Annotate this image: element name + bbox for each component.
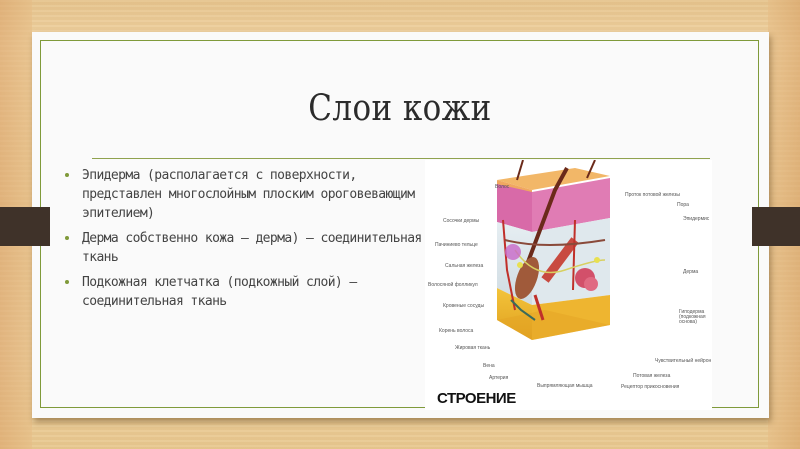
bullet-item: Эпидерма (располагается с поверхности, п… [62, 166, 422, 223]
label-artery: Артерия [489, 375, 509, 381]
label-adipose-tissue: Жировая ткань [455, 345, 491, 351]
label-pore: Пора [677, 202, 689, 208]
label-hypodermis: Гиподерма (подкожная основа) [679, 309, 706, 325]
bullet-text: Подкожная клетчатка (подкожный слой) – с… [82, 275, 357, 309]
label-blood-vessels: Кровеные сосуды [443, 303, 485, 309]
label-sebaceous-gland: Сальная железа [445, 263, 484, 269]
figure-caption: СТРОЕНИЕ [437, 390, 516, 407]
bullet-item: Дерма собственно кожа – дерма) – соедини… [62, 229, 422, 267]
label-pacinian-corpuscle: Пачиниево тельце [435, 242, 478, 248]
bullet-item: Подкожная клетчатка (подкожный слой) – с… [62, 273, 422, 311]
bullet-icon [65, 280, 69, 284]
label-sweat-duct: Проток потовой железы [625, 192, 681, 198]
bullet-text: Эпидерма (располагается с поверхности, п… [82, 168, 415, 221]
label-dermis: Дерма [683, 269, 699, 275]
label-touch-receptor: Рецептор прикосновения [621, 384, 680, 390]
skin-structure-diagram: Волос Сосочки дермы Пачиниево тельце Сал… [425, 160, 712, 410]
title-divider [92, 158, 710, 159]
label-hair: Волос [495, 184, 510, 190]
label-hair-root: Корень волоса [439, 328, 474, 334]
bullet-list: Эпидерма (располагается с поверхности, п… [62, 166, 422, 317]
slide-title: Слои кожи [308, 88, 492, 129]
label-hair-follicle: Волосяной фолликул [428, 282, 478, 288]
label-epidermis: Эпидермис [683, 216, 710, 222]
label-sensory-neuron: Чувствительный нейрон [655, 358, 712, 364]
label-arrector-muscle: Выпрямляющая мышца [537, 383, 593, 389]
skin-cross-section-illustration [497, 160, 610, 340]
decorative-bar-right [752, 207, 800, 246]
decorative-bar-left [0, 207, 50, 246]
label-vein: Вена [483, 363, 495, 369]
bullet-icon [65, 173, 69, 177]
label-dermal-papillae: Сосочки дермы [443, 218, 480, 224]
bullet-icon [65, 236, 69, 240]
label-sweat-gland: Потовая железа [633, 373, 671, 379]
bullet-text: Дерма собственно кожа – дерма) – соедини… [82, 231, 422, 265]
